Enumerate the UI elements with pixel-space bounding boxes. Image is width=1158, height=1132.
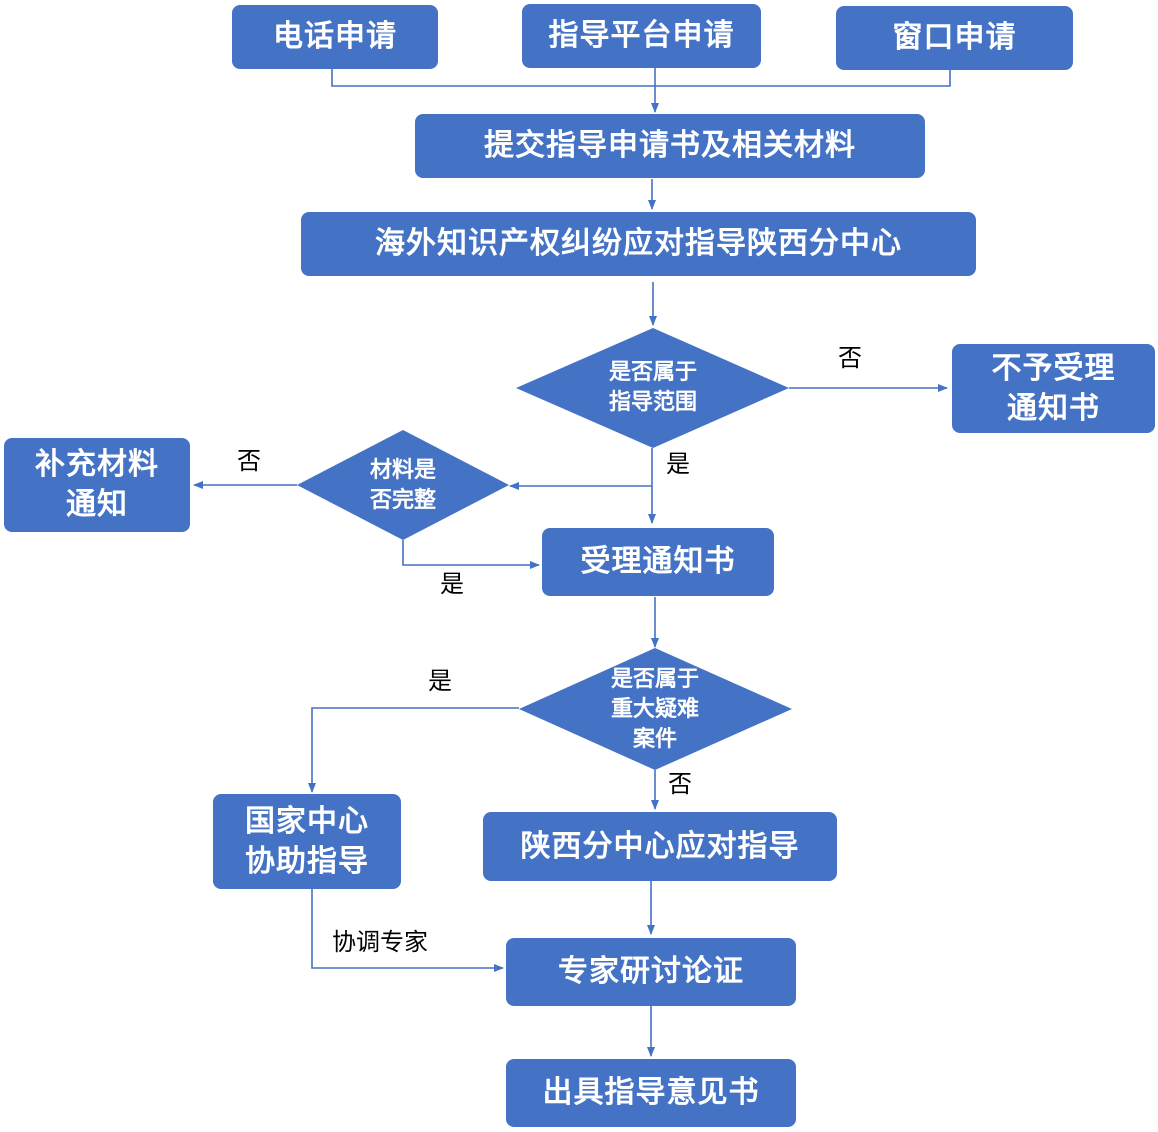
edge-label-coordinate-experts: 协调专家	[332, 928, 428, 956]
connector-major-yes	[308, 707, 519, 793]
node-reject-notice: 不予受理 通知书	[952, 344, 1155, 433]
node-shaanxi-center: 海外知识产权纠纷应对指导陕西分中心	[301, 212, 976, 276]
node-national-center: 国家中心 协助指导	[213, 794, 401, 889]
decision-materials-shape	[297, 430, 509, 540]
decision-major-label: 是否属于 重大疑难 案件	[610, 666, 699, 752]
node-phone-apply: 电话申请	[232, 5, 438, 69]
edge-label-major-no: 否	[668, 770, 692, 798]
node-accept-notice: 受理通知书	[542, 528, 774, 596]
node-supplement-notice: 补充材料 通知	[4, 438, 190, 532]
edge-label-scope-yes: 是	[666, 450, 690, 478]
connector-materials-yes	[402, 540, 540, 569]
edge-label-major-yes: 是	[428, 667, 452, 695]
node-platform-apply: 指导平台申请	[522, 4, 761, 68]
node-expert-review: 专家研讨论证	[506, 938, 796, 1006]
edge-label-materials-yes: 是	[440, 570, 464, 598]
edge-label-scope-no: 否	[838, 344, 862, 372]
connector-phone-merge	[331, 69, 655, 87]
decision-major-shape	[519, 648, 792, 770]
connector-national-to-expert	[311, 889, 504, 972]
decision-scope-shape	[516, 328, 789, 448]
edge-label-materials-no: 否	[237, 447, 261, 475]
connector-window-merge	[655, 70, 951, 87]
node-window-apply: 窗口申请	[836, 6, 1073, 70]
decision-materials-label: 材料是 否完整	[369, 458, 436, 513]
node-submit-materials: 提交指导申请书及相关材料	[415, 114, 925, 178]
node-issue-opinion: 出具指导意见书	[506, 1059, 796, 1127]
decision-scope-label: 是否属于 指导范围	[608, 360, 697, 415]
node-shaanxi-guidance: 陕西分中心应对指导	[483, 812, 837, 881]
